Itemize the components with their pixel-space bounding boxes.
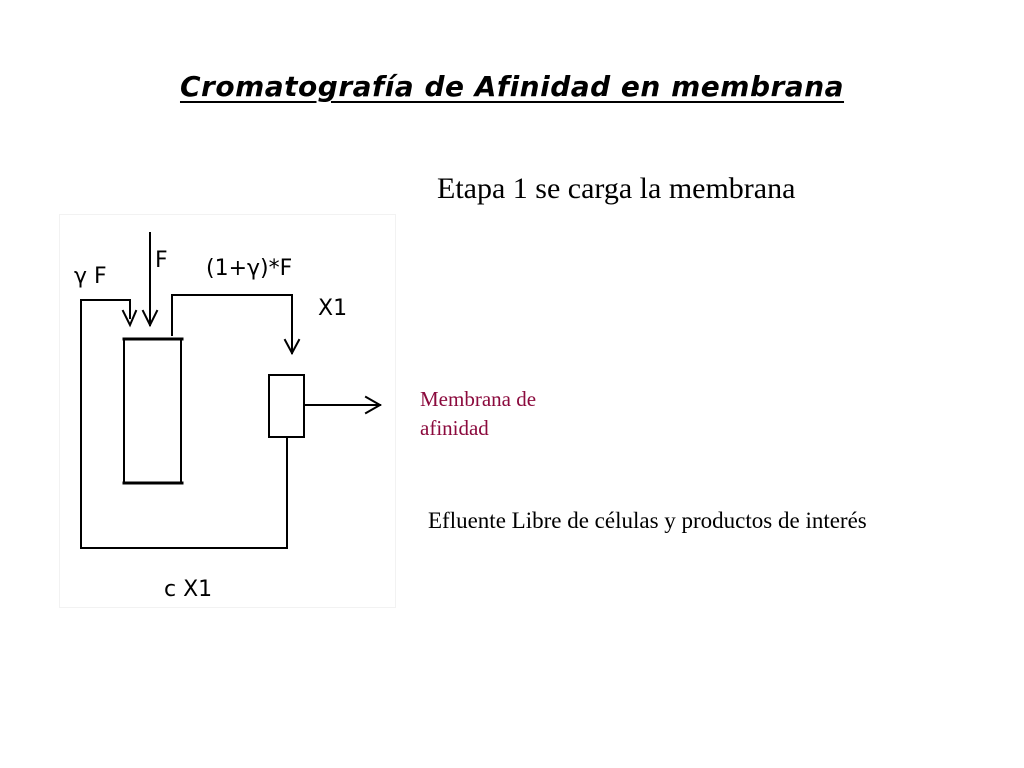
effluent-text: Efluente Libre de células y productos de… <box>428 508 867 533</box>
feed-label: F <box>155 248 168 273</box>
membrane-label: Membrana de afinidad <box>420 387 537 440</box>
slide-title: Cromatografía de Afinidad en membrana <box>179 70 845 103</box>
stage-heading: Etapa 1 se carga la membrana <box>437 172 796 205</box>
membrane-in-label: X1 <box>318 296 347 321</box>
membrane-inlet-arrowhead <box>283 338 301 356</box>
membrane-unit <box>268 374 305 438</box>
recycle-line <box>80 299 288 549</box>
recycle-inlet-arrowhead <box>121 309 138 328</box>
feed-arrowhead <box>141 309 159 328</box>
combined-flow-label: (1+γ)*F <box>206 256 292 281</box>
process-diagram: γ F F (1+γ)*F X1 c X1 <box>60 215 395 607</box>
recycle-in-label: γ F <box>74 264 107 289</box>
recycle-label: c X1 <box>164 577 212 602</box>
effluent-arrowhead <box>364 395 383 415</box>
column-outlet-line <box>171 294 293 354</box>
